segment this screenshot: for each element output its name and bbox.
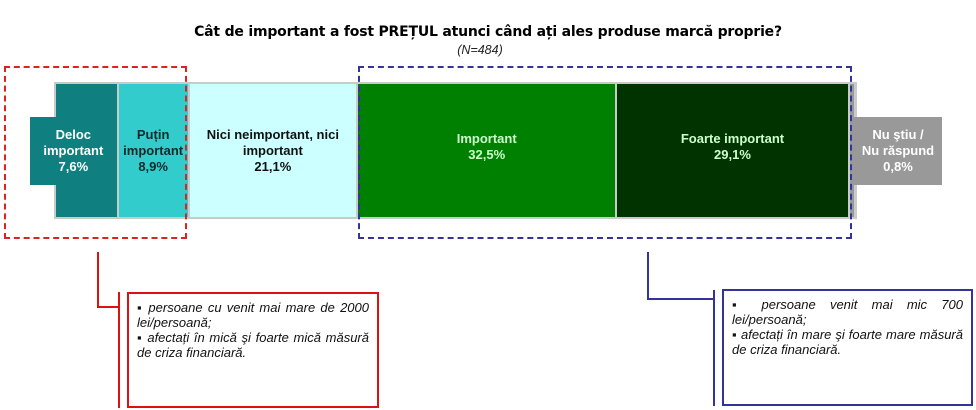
data-label-line: Important bbox=[456, 130, 517, 146]
right-connector-vertical bbox=[647, 252, 649, 300]
chart-title: Cât de important a fost PREȚUL atunci câ… bbox=[194, 24, 782, 40]
left-callout: ▪ persoane cu venit mai mare de 2000 lei… bbox=[127, 292, 379, 408]
data-label-line: Deloc bbox=[55, 127, 92, 142]
data-label-line: 7,6% bbox=[58, 159, 89, 174]
data-label-line: Foarte important bbox=[680, 130, 785, 146]
left-connector-bracket bbox=[118, 292, 120, 408]
right-connector-horizontal bbox=[647, 298, 713, 300]
data-label-line: Nu răspund bbox=[861, 143, 935, 158]
right-connector-bracket bbox=[713, 290, 715, 406]
data-label-line: 32,5% bbox=[468, 146, 506, 162]
data-label-line: Nici neimportant, nici bbox=[206, 126, 339, 142]
data-label-line: important bbox=[43, 143, 104, 158]
highlight-high-importance bbox=[358, 66, 852, 239]
left-connector-horizontal bbox=[97, 306, 119, 308]
right-callout-item: ▪ afectați în mare şi foarte mare măsură… bbox=[732, 327, 963, 357]
data-label-line: Nu ştiu / bbox=[872, 127, 924, 142]
right-callout: ▪ persoane venit mai mic 700 lei/persoan… bbox=[722, 289, 973, 406]
data-label-line: 21,1% bbox=[254, 158, 292, 174]
data-label-line: 29,1% bbox=[714, 146, 751, 162]
data-label-line: important bbox=[242, 142, 303, 158]
right-callout-item: ▪ persoane venit mai mic 700 lei/persoan… bbox=[732, 297, 963, 327]
data-label-line: Puțin bbox=[136, 126, 170, 142]
data-label-line: 8,9% bbox=[138, 158, 168, 174]
left-callout-item: ▪ persoane cu venit mai mare de 2000 lei… bbox=[137, 300, 369, 330]
highlight-low-importance bbox=[4, 66, 187, 239]
data-label-line: 0,8% bbox=[883, 159, 913, 174]
data-label-line: important bbox=[123, 142, 184, 158]
left-connector-vertical bbox=[97, 252, 99, 308]
left-callout-item: ▪ afectați în mică şi foarte mică măsură… bbox=[137, 330, 369, 360]
chart-subtitle: (N=484) bbox=[457, 43, 503, 57]
